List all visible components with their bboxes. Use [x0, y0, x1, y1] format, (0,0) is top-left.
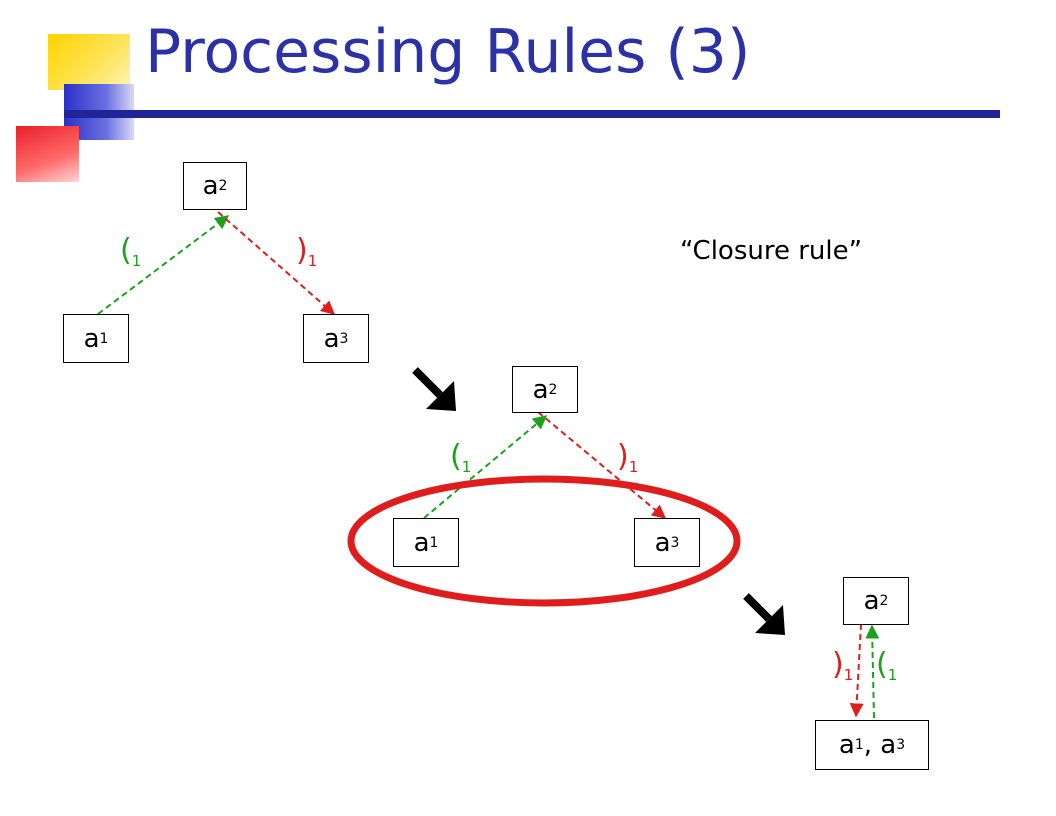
deco-red-block [16, 126, 79, 182]
close-edge-2 [537, 411, 667, 519]
close-paren-label: )1 [617, 439, 639, 476]
deco-yellow-block [48, 34, 130, 90]
open-edge-2 [423, 415, 548, 519]
close-edge-1 [217, 211, 336, 315]
open-paren-label: (1 [450, 439, 472, 476]
close-edge-3 [849, 623, 864, 718]
slide-title: Processing Rules (3) [145, 17, 751, 87]
title-underline [64, 110, 1000, 118]
open-edge-1 [97, 215, 230, 315]
open-paren-label: (1 [876, 647, 898, 684]
transition-arrow-icon [743, 593, 785, 635]
close-paren-label: )1 [296, 233, 318, 270]
transition-arrow-icon [412, 367, 456, 411]
open-edge-3 [865, 624, 880, 719]
highlight-ellipse [347, 475, 741, 607]
open-paren-label: (1 [120, 233, 142, 270]
close-paren-label: )1 [832, 647, 854, 684]
closure-rule-label: “Closure rule” [680, 236, 863, 266]
